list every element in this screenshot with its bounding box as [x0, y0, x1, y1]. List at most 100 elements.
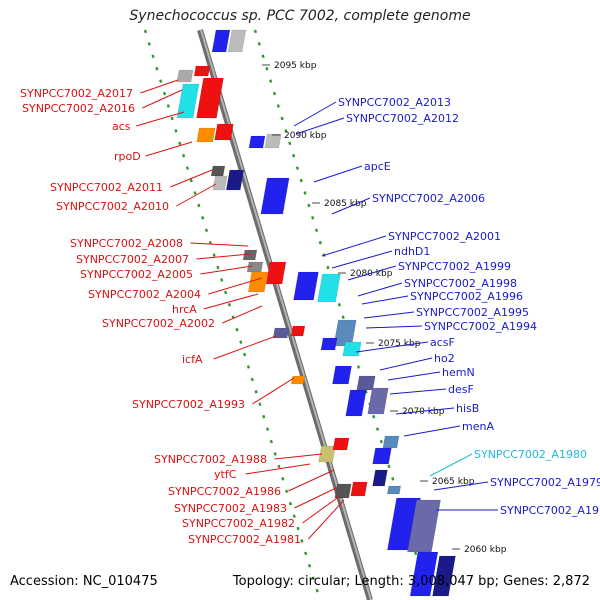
right-gene-label: acsF	[430, 336, 455, 349]
gene-a2010	[212, 175, 228, 191]
accession-text: Accession: NC_010475	[10, 574, 158, 589]
gene-apcE	[260, 177, 290, 215]
gene-desF	[345, 389, 367, 417]
gene-a1986b	[372, 447, 392, 465]
right-gene-label: SYNPCC7002_A1995	[416, 306, 529, 319]
gene-a1986c	[372, 469, 388, 487]
left-label-leader	[203, 293, 259, 310]
right-gene-label: SYNPCC7002_A2006	[372, 192, 485, 205]
left-gene-label: hrcA	[172, 303, 197, 316]
right-label-leader	[355, 341, 429, 353]
left-label-leader	[140, 79, 179, 94]
left-gene-label: SYNPCC7002_A1993	[132, 398, 245, 411]
kbp-label: 2075 kbp	[378, 339, 421, 349]
right-gene-label: SYNPCC7002_A2012	[346, 112, 459, 125]
right-label-leader	[295, 117, 345, 135]
kbp-label: 2070 kbp	[402, 407, 445, 417]
left-gene-label: SYNPCC7002_A1983	[174, 502, 287, 515]
left-gene-label: SYNPCC7002_A2007	[76, 253, 189, 266]
gene-a1980	[386, 485, 402, 495]
left-gene-label: SYNPCC7002_A2011	[50, 181, 163, 194]
kbp-label: 2090 kbp	[284, 131, 327, 141]
left-gene-label: SYNPCC7002_A2016	[22, 102, 135, 115]
gene-a2011	[210, 165, 226, 177]
left-gene-label: SYNPCC7002_A2008	[70, 237, 183, 250]
right-label-leader	[331, 197, 371, 215]
gene-a1983	[334, 483, 352, 499]
left-label-leader	[208, 277, 263, 295]
right-label-leader	[363, 311, 415, 319]
right-gene-label: SYNPCC7002_A2013	[338, 96, 451, 109]
left-gene-label: SYNPCC7002_A1988	[154, 453, 267, 466]
left-gene-label: SYNPCC7002_A2017	[20, 87, 133, 100]
right-gene-label: SYNPCC7002_A1994	[424, 320, 537, 333]
right-gene-label: SYNPCC7002_A1998	[404, 277, 517, 290]
gene-icfA-arrow	[290, 325, 306, 337]
left-gene-label: icfA	[182, 353, 203, 366]
right-label-leader	[293, 101, 337, 127]
left-label-leader	[302, 495, 341, 524]
left-gene-label: SYNPCC7002_A1982	[182, 517, 295, 530]
left-label-leader	[136, 111, 185, 127]
gene-bottom-dark	[432, 555, 456, 597]
left-gene-label: rpoD	[114, 150, 141, 163]
gene-a2017	[176, 69, 194, 83]
right-label-leader	[365, 325, 423, 329]
right-label-leader	[313, 165, 363, 183]
left-label-leader	[274, 453, 323, 460]
right-label-leader	[321, 235, 387, 257]
left-label-leader	[245, 463, 311, 475]
gene-a2007	[246, 261, 264, 273]
left-label-leader	[145, 141, 193, 157]
left-label-leader	[190, 242, 249, 247]
gene-a2010b	[225, 169, 245, 191]
left-label-leader	[294, 487, 337, 509]
left-label-leader	[308, 499, 345, 540]
gene-top-blue	[211, 29, 231, 53]
gene-hisB	[367, 387, 389, 415]
right-gene-label: SYNPCC7002_A1979	[490, 476, 600, 489]
kbp-label: 2065 kbp	[432, 477, 475, 487]
gene-a2008	[242, 249, 258, 261]
left-tick-track	[143, 29, 322, 600]
left-label-leader	[200, 265, 253, 275]
left-gene-label: SYNPCC7002_A2005	[80, 268, 193, 281]
gene-rpoD	[196, 127, 216, 143]
gene-bottom-blue	[409, 551, 439, 597]
left-label-leader	[213, 335, 277, 360]
left-gene-label: SYNPCC7002_A2004	[88, 288, 201, 301]
gene-acs	[176, 83, 200, 119]
left-label-leader	[170, 169, 213, 188]
gene-a1982	[350, 481, 368, 497]
left-label-leader	[196, 253, 251, 260]
left-gene-label: acs	[112, 120, 131, 133]
right-label-leader	[389, 388, 447, 395]
gene-a2017-arrow	[193, 65, 211, 77]
right-gene-label: desF	[448, 383, 474, 396]
kbp-label: 2080 kbp	[350, 269, 393, 279]
gene-a1996	[333, 319, 357, 347]
left-label-leader	[222, 305, 263, 324]
gene-ho2	[332, 365, 352, 385]
gene-a1994	[320, 337, 338, 351]
gene-a2001	[293, 271, 319, 301]
gene-top-gray	[227, 29, 247, 53]
left-label-leader	[288, 469, 335, 492]
right-label-leader	[347, 265, 397, 281]
right-label-leader	[395, 407, 455, 415]
genome-summary: Topology: circular; Length: 3,008,047 bp…	[232, 574, 590, 589]
gene-a2012	[264, 133, 282, 149]
right-label-leader	[361, 295, 409, 305]
gene-rpoD-arrow	[214, 123, 234, 141]
left-gene-label: SYNPCC7002_A2002	[102, 317, 215, 330]
right-label-leader	[387, 371, 441, 381]
left-gene-label: SYNPCC7002_A1981	[188, 533, 301, 546]
gene-icfA	[272, 327, 290, 339]
gene-a2016	[196, 77, 224, 119]
gene-a2005	[247, 271, 269, 293]
right-label-leader	[433, 481, 489, 491]
left-label-leader	[142, 89, 183, 109]
right-gene-label: menA	[462, 420, 494, 433]
left-gene-label: SYNPCC7002_A2010	[56, 200, 169, 213]
